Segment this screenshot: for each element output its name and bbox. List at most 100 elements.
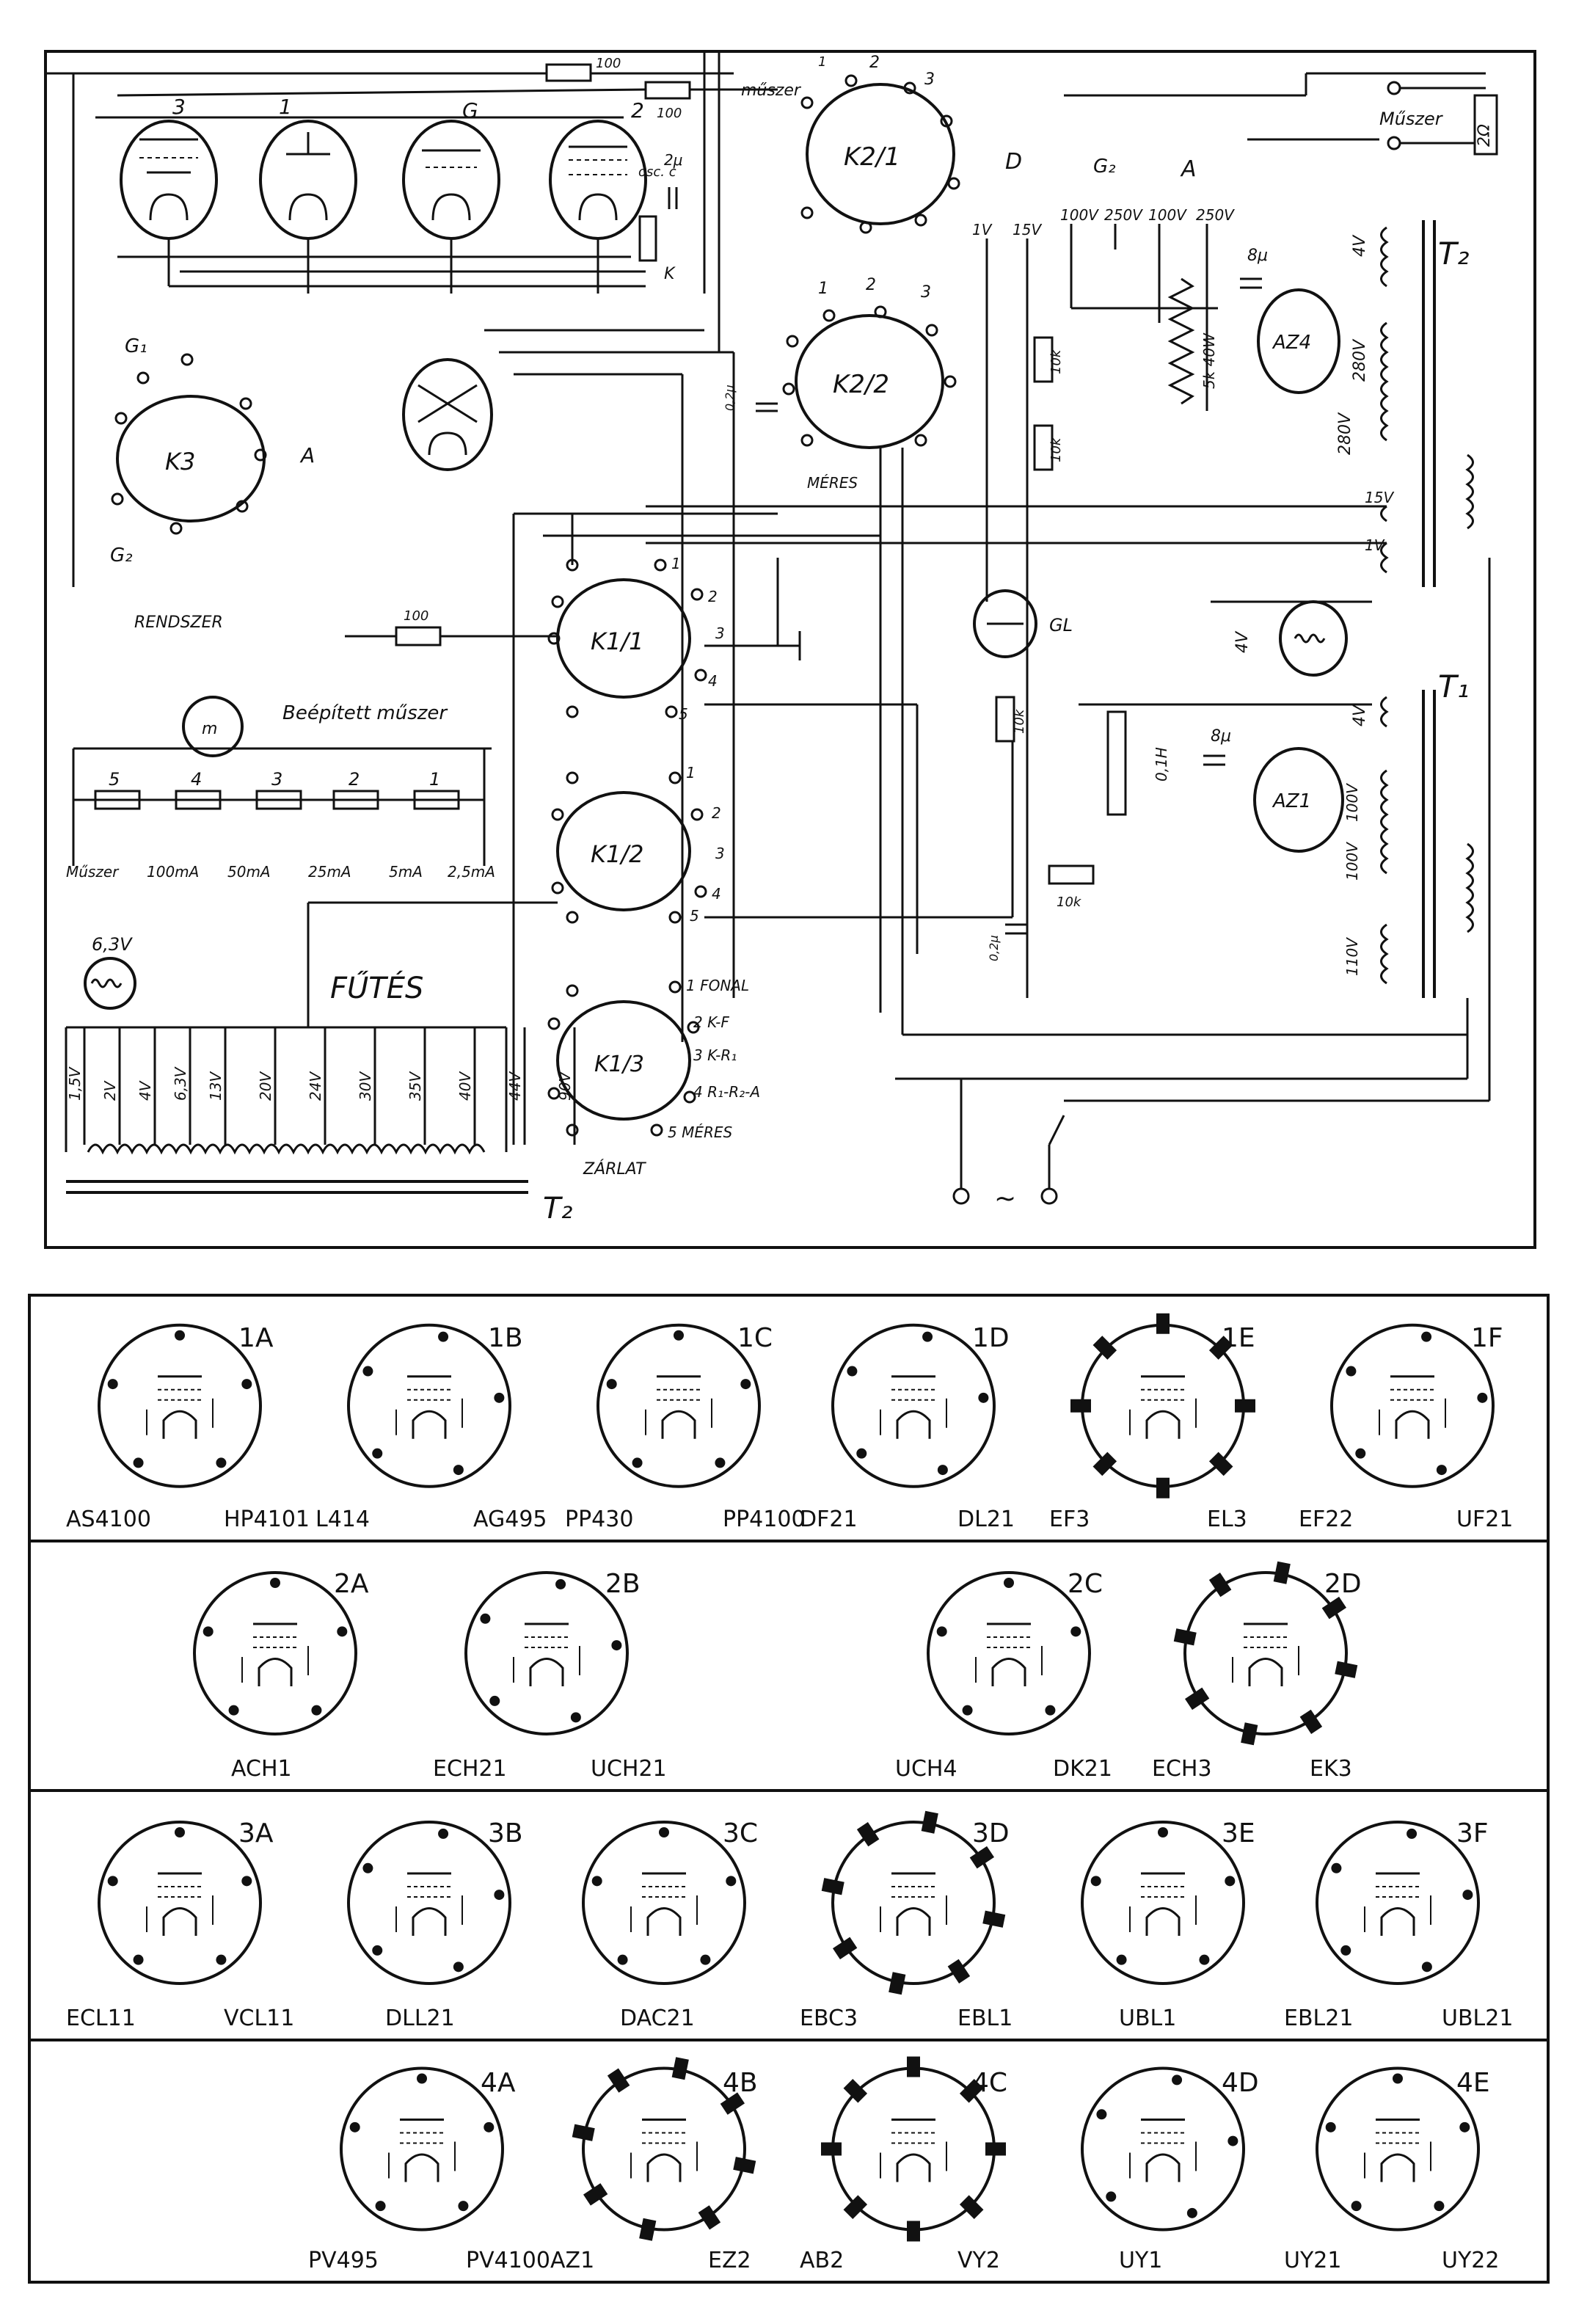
k11-pos: 5 — [679, 705, 688, 723]
ohm-label: 2Ω — [1475, 124, 1494, 147]
tube-label: 2 — [631, 98, 644, 123]
socket-pin — [133, 1954, 144, 1965]
tube-type-label: DAC21 — [620, 2006, 695, 2031]
socket-pin — [107, 1876, 118, 1887]
socket-pin — [922, 1331, 933, 1342]
socket-pin — [1227, 2135, 1238, 2146]
socket-circle — [340, 2066, 504, 2232]
socket-pin — [1208, 1573, 1232, 1598]
tube-type-label: ECH3 — [1152, 1756, 1212, 1782]
socket-pin — [1355, 1448, 1366, 1459]
az4-label: AZ4 — [1272, 332, 1311, 354]
socket-pin — [907, 2221, 920, 2242]
socket-pin — [611, 1640, 622, 1651]
t2-label: T₂ — [1438, 236, 1470, 272]
socket-code: 2D — [1324, 1569, 1362, 1599]
socket-pin — [1335, 1661, 1358, 1678]
tube-label: 1 — [279, 95, 292, 119]
heater-voltage-label: 13V — [207, 1071, 225, 1101]
socket-pin — [453, 1961, 464, 1973]
r10k-label: 10k — [1048, 437, 1064, 462]
tube-type-label: VY2 — [957, 2248, 1000, 2273]
socket-circle — [98, 1821, 262, 1985]
filament — [991, 1658, 1026, 1686]
socket-pin — [617, 1954, 628, 1965]
tube-type-label: UCH4 — [895, 1756, 957, 1782]
socket-pin — [362, 1862, 373, 1873]
socket-pin — [936, 1626, 947, 1637]
socket-pin — [947, 1959, 971, 1984]
socket-pin — [1477, 1392, 1488, 1403]
socket-circle — [1316, 1821, 1480, 1985]
socket-pin — [133, 1457, 144, 1468]
tap-label: 1V — [972, 221, 993, 238]
tap-label: 250V — [1196, 206, 1235, 224]
tube-type-label: DL21 — [957, 1507, 1015, 1532]
socket-pin — [959, 2079, 984, 2103]
heater-voltage-label: 24V — [307, 1071, 324, 1101]
tube-type-label: UBL21 — [1442, 2006, 1513, 2031]
muszer-right-label: Műszer — [1379, 109, 1444, 129]
socket-pin — [978, 1392, 989, 1403]
filament — [162, 1907, 197, 1936]
beepitett-label: Beépített műszer — [282, 702, 448, 724]
v4-label: 4V — [1351, 704, 1369, 726]
socket-pin — [889, 1972, 906, 1995]
tube-3: 3 — [120, 95, 218, 240]
socket-pin — [1004, 1578, 1014, 1588]
socket-pin — [417, 2073, 427, 2084]
tube-type-label: PV495 — [308, 2248, 379, 2273]
socket-pin — [175, 1827, 185, 1837]
shunt-num: 4 — [191, 769, 202, 790]
socket-circle — [347, 1323, 511, 1488]
socket-pin — [1045, 1705, 1056, 1716]
socket-circle — [1081, 1821, 1245, 1985]
socket-pin — [1421, 1331, 1432, 1342]
socket-pin — [480, 1613, 491, 1624]
v110-label: 110V — [1343, 937, 1361, 976]
r100-label: 100 — [596, 56, 621, 71]
socket-circle — [1081, 2066, 1245, 2232]
right-meter: Műszer 2Ω — [1064, 72, 1498, 156]
resistors-10k: 10k 10k — [1033, 336, 1064, 471]
socket-pin — [1090, 1876, 1101, 1887]
socket-pin — [1346, 1366, 1357, 1377]
tube-type-label: HP4101 — [224, 1507, 310, 1532]
socket-code: 2C — [1068, 1569, 1103, 1599]
socket-pin — [372, 1448, 383, 1459]
socket-code: 3A — [238, 1818, 274, 1848]
v100-label: 100V — [1343, 842, 1361, 881]
filament — [1145, 2153, 1181, 2182]
socket-pin — [458, 2201, 469, 2212]
pot-label: 5k 40W — [1200, 332, 1218, 389]
socket-pin — [375, 2201, 386, 2212]
socket-circle — [831, 1323, 996, 1488]
v4-label: 4V — [1351, 234, 1369, 257]
filament — [646, 1907, 682, 1936]
socket-code: 3E — [1222, 1818, 1255, 1848]
tube-type-label: EF22 — [1299, 1507, 1353, 1532]
cap-8u-label: 8μ — [1211, 727, 1231, 746]
socket-pin — [555, 1578, 566, 1589]
tube-type-label: UY21 — [1284, 2248, 1341, 2273]
socket-pin — [1321, 1596, 1346, 1620]
heater-voltage-label: 40V — [456, 1071, 474, 1101]
g2-k3-label: G₂ — [110, 544, 133, 567]
socket-pin — [821, 1878, 844, 1895]
socket-pin — [740, 1379, 751, 1390]
filament — [1395, 1410, 1430, 1439]
wiring-interconnect — [307, 448, 1467, 1145]
v280-label: 280V — [1351, 338, 1369, 382]
socket-code: 1D — [972, 1323, 1010, 1353]
